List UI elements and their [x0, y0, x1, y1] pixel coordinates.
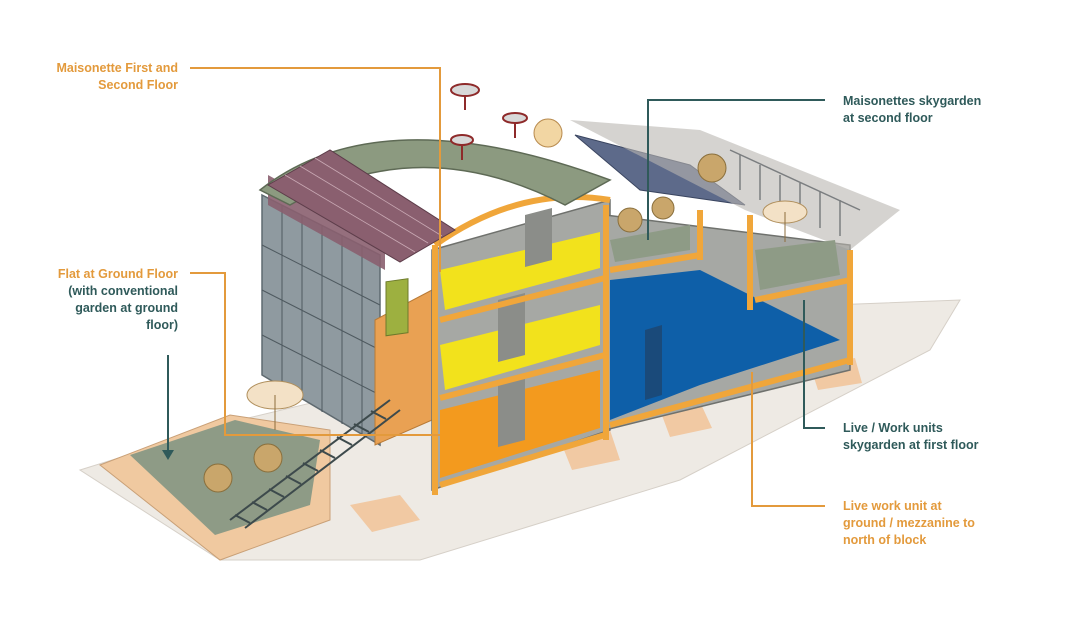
callout-line: floor) [146, 318, 178, 332]
callout-line: Maisonette First and [56, 61, 178, 75]
external-stair [229, 399, 401, 529]
balcony-railing [729, 149, 861, 236]
callout-line: Second Floor [98, 78, 178, 92]
callout-leaders-orange [190, 67, 825, 507]
callout-flat-ground: Flat at Ground Floor (with conventional … [58, 266, 178, 334]
garden-parasol-icon [246, 200, 808, 430]
arrowhead-down [162, 450, 174, 460]
roof-solar-panels [266, 149, 456, 263]
second-floor-maisonette [440, 232, 600, 310]
callout-line: Maisonettes skygarden [843, 94, 982, 108]
callout-line: skygarden at first floor [843, 438, 979, 452]
right-roof [570, 120, 900, 250]
callout-leaders-teal [167, 99, 825, 455]
internal-walls [498, 208, 552, 447]
front-door [385, 278, 409, 337]
live-work-unit [610, 270, 840, 420]
facade-mullions [261, 205, 381, 436]
callout-line: north of block [843, 533, 927, 547]
right-orange-frame [603, 205, 853, 440]
callout-line: Live work unit at [843, 499, 942, 513]
callout-line: garden at ground [75, 301, 178, 315]
callout-line: ground / mezzanine to [843, 516, 975, 530]
callout-skygarden-second: Maisonettes skygarden at second floor [843, 93, 981, 127]
skygarden-second-floor [610, 225, 690, 262]
callout-line: (with conventional [68, 284, 178, 298]
skygarden-first-floor [755, 240, 840, 290]
callout-live-work-ground: Live work unit at ground / mezzanine to … [843, 498, 975, 549]
roof-parasol-icon [533, 118, 563, 148]
callout-maisonette-floors: Maisonette First and Second Floor [56, 60, 178, 94]
orange-structural-frame [432, 194, 611, 495]
wind-turbine-icon [450, 83, 528, 160]
green-roof [258, 139, 612, 206]
callout-line: Live / Work units [843, 421, 943, 435]
callout-line: Flat at Ground Floor [57, 267, 178, 281]
roof-solar-grid [284, 157, 443, 253]
callout-line: at second floor [843, 111, 933, 125]
planter-shrubs [203, 153, 727, 493]
foundation-block [350, 495, 420, 532]
live-work-mezzanine-wall [645, 325, 662, 400]
callout-skygarden-first: Live / Work units skygarden at first flo… [843, 420, 978, 454]
